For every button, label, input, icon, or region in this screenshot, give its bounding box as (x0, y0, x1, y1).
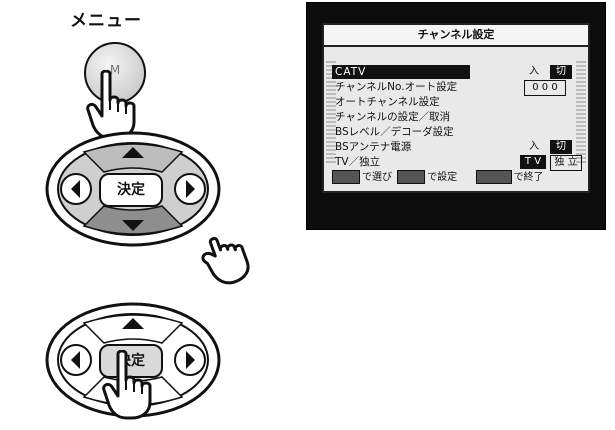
menu-button-label: M (109, 63, 121, 77)
osd-row-label: チャンネルNo.オート設定 (335, 81, 458, 93)
osd-row-bs-antenna[interactable]: BSアンテナ電源 (332, 140, 470, 154)
osd-option[interactable]: 入 (529, 66, 539, 77)
pointing-hand-icon (86, 70, 136, 140)
menu-key-icon (475, 170, 512, 184)
osd-row-label: オートチャンネル設定 (335, 96, 440, 108)
footer-set-text: で設定 (427, 172, 458, 183)
osd-row-label: BSレベル／デコーダ設定 (335, 126, 454, 138)
dpad-control: 決定 (44, 301, 222, 419)
arrow-keys-icon (332, 170, 360, 184)
osd-option[interactable]: 入 (529, 141, 539, 152)
osd-row-catv[interactable]: CATV (332, 65, 470, 79)
osd-row-label: BSアンテナ電源 (335, 141, 412, 153)
pointing-hand-icon (102, 350, 152, 420)
osd-footer: で選び で設定 で終了 (330, 169, 582, 187)
osd-row-label: CATV (332, 65, 470, 79)
osd-row-channel-setting[interactable]: チャンネルの設定／取消 (332, 110, 470, 124)
osd-row-auto-channel[interactable]: オートチャンネル設定 (332, 95, 470, 109)
osd-option[interactable]: 切 (550, 140, 572, 154)
osd-decoration (576, 61, 586, 163)
pointing-hand-icon (201, 237, 250, 285)
osd-row-channel-auto[interactable]: チャンネルNo.オート設定 (332, 80, 470, 94)
osd-decoration (326, 61, 336, 163)
dpad-control: 決定 (44, 130, 222, 248)
tv-screen: チャンネル設定 CATV 入 切 チャンネルNo.オート設定 0 0 0 オート… (306, 2, 606, 230)
osd-row-bs-level[interactable]: BSレベル／デコーダ設定 (332, 125, 470, 139)
menu-label: メニュー (70, 11, 142, 31)
osd-menu: チャンネル設定 CATV 入 切 チャンネルNo.オート設定 0 0 0 オート… (322, 23, 590, 193)
osd-option[interactable]: 独 立 (550, 155, 582, 171)
osd-row-tv-independent[interactable]: TV／独立 (332, 155, 470, 169)
menu-button[interactable]: M (84, 42, 146, 104)
footer-end-text: で終了 (513, 172, 544, 183)
osd-option: 0 0 0 (524, 80, 566, 96)
footer-select-text: で選び (362, 172, 392, 183)
osd-option[interactable]: T V (520, 155, 546, 169)
osd-row-label: チャンネルの設定／取消 (335, 111, 451, 123)
kettei-button[interactable]: 決定 (99, 173, 163, 207)
osd-row-label: TV／独立 (335, 156, 381, 168)
enter-key-icon (397, 170, 426, 184)
osd-title: チャンネル設定 (324, 25, 588, 47)
osd-option[interactable]: 切 (550, 65, 572, 79)
